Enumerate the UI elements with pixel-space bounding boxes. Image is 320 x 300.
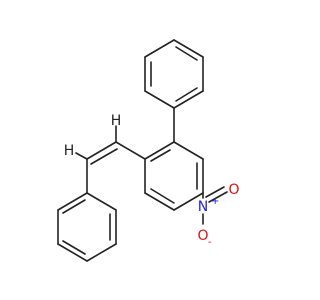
- alkene-hydrogen-2: H: [64, 143, 75, 159]
- nitro-double-bonded-oxygen-atom: O: [228, 182, 239, 198]
- alkene-hydrogen-1: H: [111, 113, 122, 129]
- nitro-group: [202, 186, 228, 225]
- nitro-nitrogen-atom: N: [198, 199, 208, 215]
- chemical-structure: H H N + O O -: [57, 39, 240, 262]
- central-benzene-ring: [144, 141, 204, 211]
- phenyl-ring-bottom: [57, 192, 117, 262]
- vinyl-bridge: [75, 125, 146, 194]
- nitro-single-bonded-oxygen-atom: O: [197, 228, 208, 244]
- nitro-oxygen-charge: -: [208, 237, 212, 248]
- phenyl-ring-top: [144, 39, 204, 109]
- nitro-nitrogen-charge: +: [211, 196, 219, 207]
